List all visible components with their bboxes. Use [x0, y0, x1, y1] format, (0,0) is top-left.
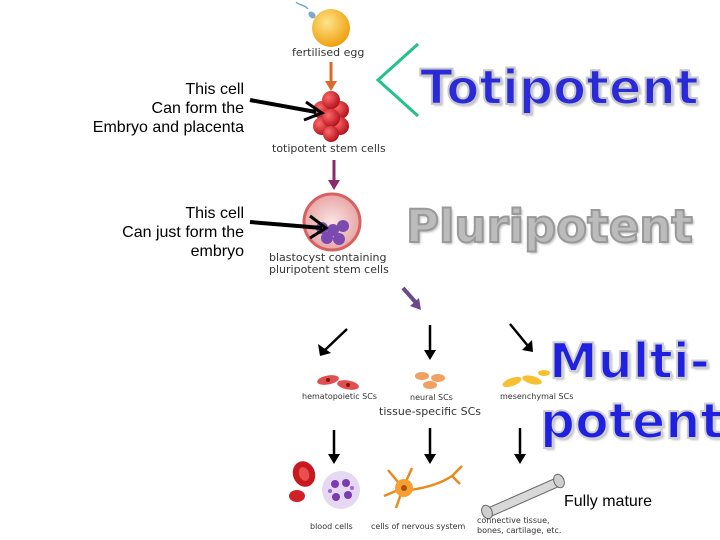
totipotent-bracket	[375, 42, 420, 118]
potent-heading: potent	[539, 392, 720, 451]
fertilised-egg-label: fertilised egg	[292, 46, 365, 59]
fertilised-egg-icon	[312, 9, 350, 47]
arrow-to-connective	[514, 428, 526, 464]
pluripotent-note-line-2: Can just form the	[122, 224, 244, 241]
totipotent-stem-cells-label: totipotent stem cells	[272, 142, 386, 155]
totipotent-note-line-3: Embryo and placenta	[92, 119, 244, 136]
connective-label-line-2: bones, cartilage, etc.	[477, 526, 562, 535]
arrow-note-to-blastocyst	[249, 214, 329, 240]
totipotent-note-line-2: Can form the	[151, 100, 244, 117]
totipotent-note: This cell Can form the Embryo and placen…	[40, 80, 244, 137]
arrow-note-to-morula	[249, 98, 326, 122]
pluripotent-note-line-1: This cell	[185, 205, 244, 222]
arrow-pluripotent-to-tissue	[401, 286, 421, 310]
nervous-system-label: cells of nervous system	[371, 522, 466, 531]
tissue-specific-label: tissue-specific SCs	[379, 405, 481, 418]
pluripotent-note: This cell Can just form the embryo	[40, 204, 244, 261]
arrow-morula-to-blastocyst	[328, 160, 340, 190]
arrow-to-neural	[424, 325, 436, 360]
pluripotent-note-line-3: embryo	[190, 243, 244, 260]
arrow-to-mesenchymal	[509, 323, 533, 352]
multi-heading: Multi-	[548, 332, 711, 391]
totipotent-note-line-1: This cell	[185, 81, 244, 98]
pluripotent-heading: Pluripotent	[405, 199, 694, 254]
totipotent-heading: Totipotent	[419, 59, 700, 117]
hematopoietic-label: hematopoietic SCs	[302, 392, 377, 401]
bone-icon	[481, 473, 565, 520]
arrow-to-hematopoietic	[318, 328, 348, 356]
hematopoietic-cells-icon	[317, 375, 359, 390]
blood-cells-label: blood cells	[310, 522, 353, 531]
arrow-to-nervous-cells	[424, 428, 436, 464]
blastocyst-label-line-1: blastocyst containing	[269, 251, 387, 264]
sperm-icon	[295, 1, 316, 19]
blastocyst-label: blastocyst containing pluripotent stem c…	[269, 252, 389, 276]
blood-cells-icon	[289, 461, 360, 509]
blastocyst-icon	[302, 192, 362, 252]
morula-icon	[313, 91, 349, 142]
blastocyst-label-line-2: pluripotent stem cells	[269, 263, 389, 276]
connective-label-line-1: connective tissue,	[477, 516, 550, 525]
mesenchymal-label: mesenchymal SCs	[500, 392, 574, 401]
arrow-to-blood-cells	[328, 430, 340, 464]
fully-mature-label: Fully mature	[564, 493, 653, 510]
connective-label: connective tissue, bones, cartilage, etc…	[477, 516, 561, 536]
neural-cells-icon	[415, 372, 445, 389]
arrow-egg-to-morula	[325, 62, 337, 91]
mesenchymal-cells-icon	[502, 370, 550, 388]
neural-label: neural SCs	[410, 393, 453, 402]
